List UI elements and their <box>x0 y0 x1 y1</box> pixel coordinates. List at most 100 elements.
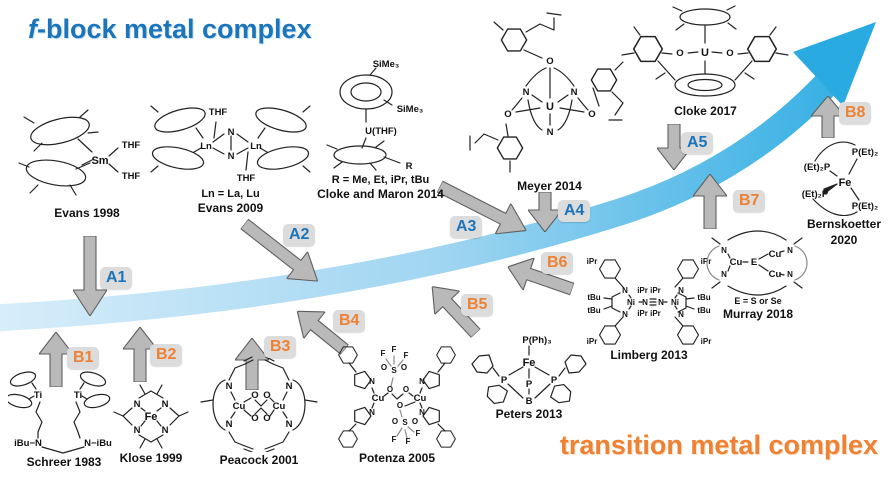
atom-o: O <box>403 385 409 394</box>
substituent-note: R = Me, Et, iPr, tBu <box>331 174 430 186</box>
atom-p: P <box>501 375 508 386</box>
substituent-note: Ln = La, Lu <box>201 188 260 200</box>
atom-p: P <box>551 375 558 386</box>
atom-n: N <box>226 381 233 392</box>
atom-o: O <box>726 48 733 59</box>
atom-ln: Ln <box>250 141 262 152</box>
arrow-label-a5: A5 <box>681 132 714 154</box>
atom-sm: Sm <box>91 155 108 167</box>
arrow-label-b5: B5 <box>461 294 494 316</box>
atom-pph3: P(Ph)₃ <box>522 335 551 346</box>
atom-o: O <box>263 390 270 401</box>
atom-ni: Ni <box>627 298 635 307</box>
arrow-b4 <box>287 298 356 363</box>
complex-caption: Evans 1998 <box>54 206 120 220</box>
complex-cloke-2017: U O O Cloke 2017 <box>618 3 793 119</box>
arrow-label-b6: B6 <box>541 252 574 274</box>
atom-o: O <box>263 413 270 424</box>
atom-ti: Ti <box>74 390 82 401</box>
structure-klose-1999: Fe N N N N <box>113 384 189 449</box>
atom-u: U <box>701 47 709 59</box>
transition-metal-title: transition metal complex <box>559 430 878 460</box>
complex-evans-2009: Ln Ln N N THF THF Ln = La, Lu Evans 2009 <box>148 100 313 216</box>
atom-n: N <box>419 408 425 417</box>
structure-evans-2009: Ln Ln N N THF THF <box>150 105 311 184</box>
complex-murray-2018: Cu E Cu Cu N N N N E = S or Se Murray 20… <box>698 222 818 322</box>
atom-f: F <box>416 429 421 438</box>
atom-n: N <box>622 286 628 295</box>
atom-pet2: P(Et)₂ <box>852 147 878 158</box>
structure-schreer-1983: Ti Ti iBu−N N−iBu <box>8 371 112 454</box>
atom-n: N <box>721 270 727 279</box>
arrow-b7 <box>693 174 727 229</box>
atom-sime3: SiMe₃ <box>373 59 400 70</box>
arrow-label-b4: B4 <box>333 310 366 332</box>
atom-o: O <box>546 56 553 67</box>
atom-b: B <box>526 396 533 406</box>
atom-o: O <box>397 401 403 410</box>
atom-n: N <box>678 310 684 319</box>
substituent-note: E = S or Se <box>734 296 782 306</box>
atom-o: O <box>588 109 595 120</box>
atom-n: N <box>419 377 425 386</box>
atom-fe: Fe <box>145 411 158 423</box>
atom-n: N <box>678 286 684 295</box>
atom-thf: THF <box>122 171 141 182</box>
atom-cu: Cu <box>730 257 743 268</box>
atom-o: O <box>251 413 258 424</box>
complex-caption: Limberg 2013 <box>610 348 688 362</box>
arrow-label-a1: A1 <box>100 267 133 289</box>
complex-caption-year: 2020 <box>830 232 858 247</box>
atom-fe: Fe <box>839 177 852 189</box>
complex-caption: Murray 2018 <box>722 307 794 321</box>
atom-cu: Cu <box>273 401 286 412</box>
atom-n: N <box>369 377 375 386</box>
atom-n: N <box>134 399 141 410</box>
arrow-a2 <box>234 210 328 294</box>
atom-n: N <box>134 425 141 436</box>
group-ipr: iPr <box>587 337 598 346</box>
arrow-label-a4: A4 <box>558 200 591 222</box>
group-ipr: iPr <box>701 337 712 346</box>
atom-f: F <box>406 437 411 446</box>
complex-cloke-maron-2014: SiMe₃ SiMe₃ U(THF) R R = Me, Et, iPr, tB… <box>317 56 444 202</box>
complex-potenza-2005: Cu Cu O O O S O O S O O F F F F F F N N … <box>336 342 458 466</box>
atom-thf: THF <box>122 140 141 151</box>
atom-n: N <box>622 310 628 319</box>
arrow-a1 <box>73 236 107 316</box>
arrow-label-a2: A2 <box>283 224 316 246</box>
f-title-rest: -block metal complex <box>37 14 312 44</box>
atom-o: O <box>381 363 387 372</box>
atom-o: O <box>401 363 407 372</box>
arrow-a4 <box>528 192 562 232</box>
complex-peters-2013: P(Ph)₃ Fe P P P B Peters 2013 <box>465 332 593 422</box>
complex-caption: Cloke 2017 <box>674 104 737 118</box>
atom-n: N <box>642 298 648 307</box>
complex-peacock-2001: Cu Cu O O O O N N N N Peacock 2001 <box>193 352 325 468</box>
atom-thf: THF <box>237 173 256 184</box>
atom-u-thf: U(THF) <box>365 126 397 137</box>
atom-cu: Cu <box>372 393 385 404</box>
complex-caption: Meyer 2014 <box>517 179 582 193</box>
atom-o: O <box>676 48 683 59</box>
atom-o: O <box>392 417 398 426</box>
arrow-label-b2: B2 <box>150 344 183 366</box>
atom-f: F <box>392 435 397 444</box>
atom-p: P <box>526 379 533 390</box>
arrow-label-b8: B8 <box>839 102 872 124</box>
group-tbu: tBu <box>697 293 710 302</box>
atom-n: N <box>787 270 793 279</box>
arrow-a3 <box>432 171 534 245</box>
arrow-b5 <box>420 275 489 345</box>
atom-sime3: SiMe₃ <box>397 104 424 115</box>
complex-caption: Bernskoetter <box>806 217 882 231</box>
structure-cloke-2017: U O O <box>621 5 789 97</box>
complex-caption: Cloke and Maron 2014 <box>317 187 444 201</box>
atom-s: S <box>402 418 408 427</box>
structure-peacock-2001: Cu Cu O O O O N N N N <box>200 356 318 452</box>
atom-pet2: (Et)₂P <box>804 162 831 173</box>
atom-ni: Ni <box>671 298 679 307</box>
group-ipr-pair: iPr iPr <box>637 286 661 295</box>
